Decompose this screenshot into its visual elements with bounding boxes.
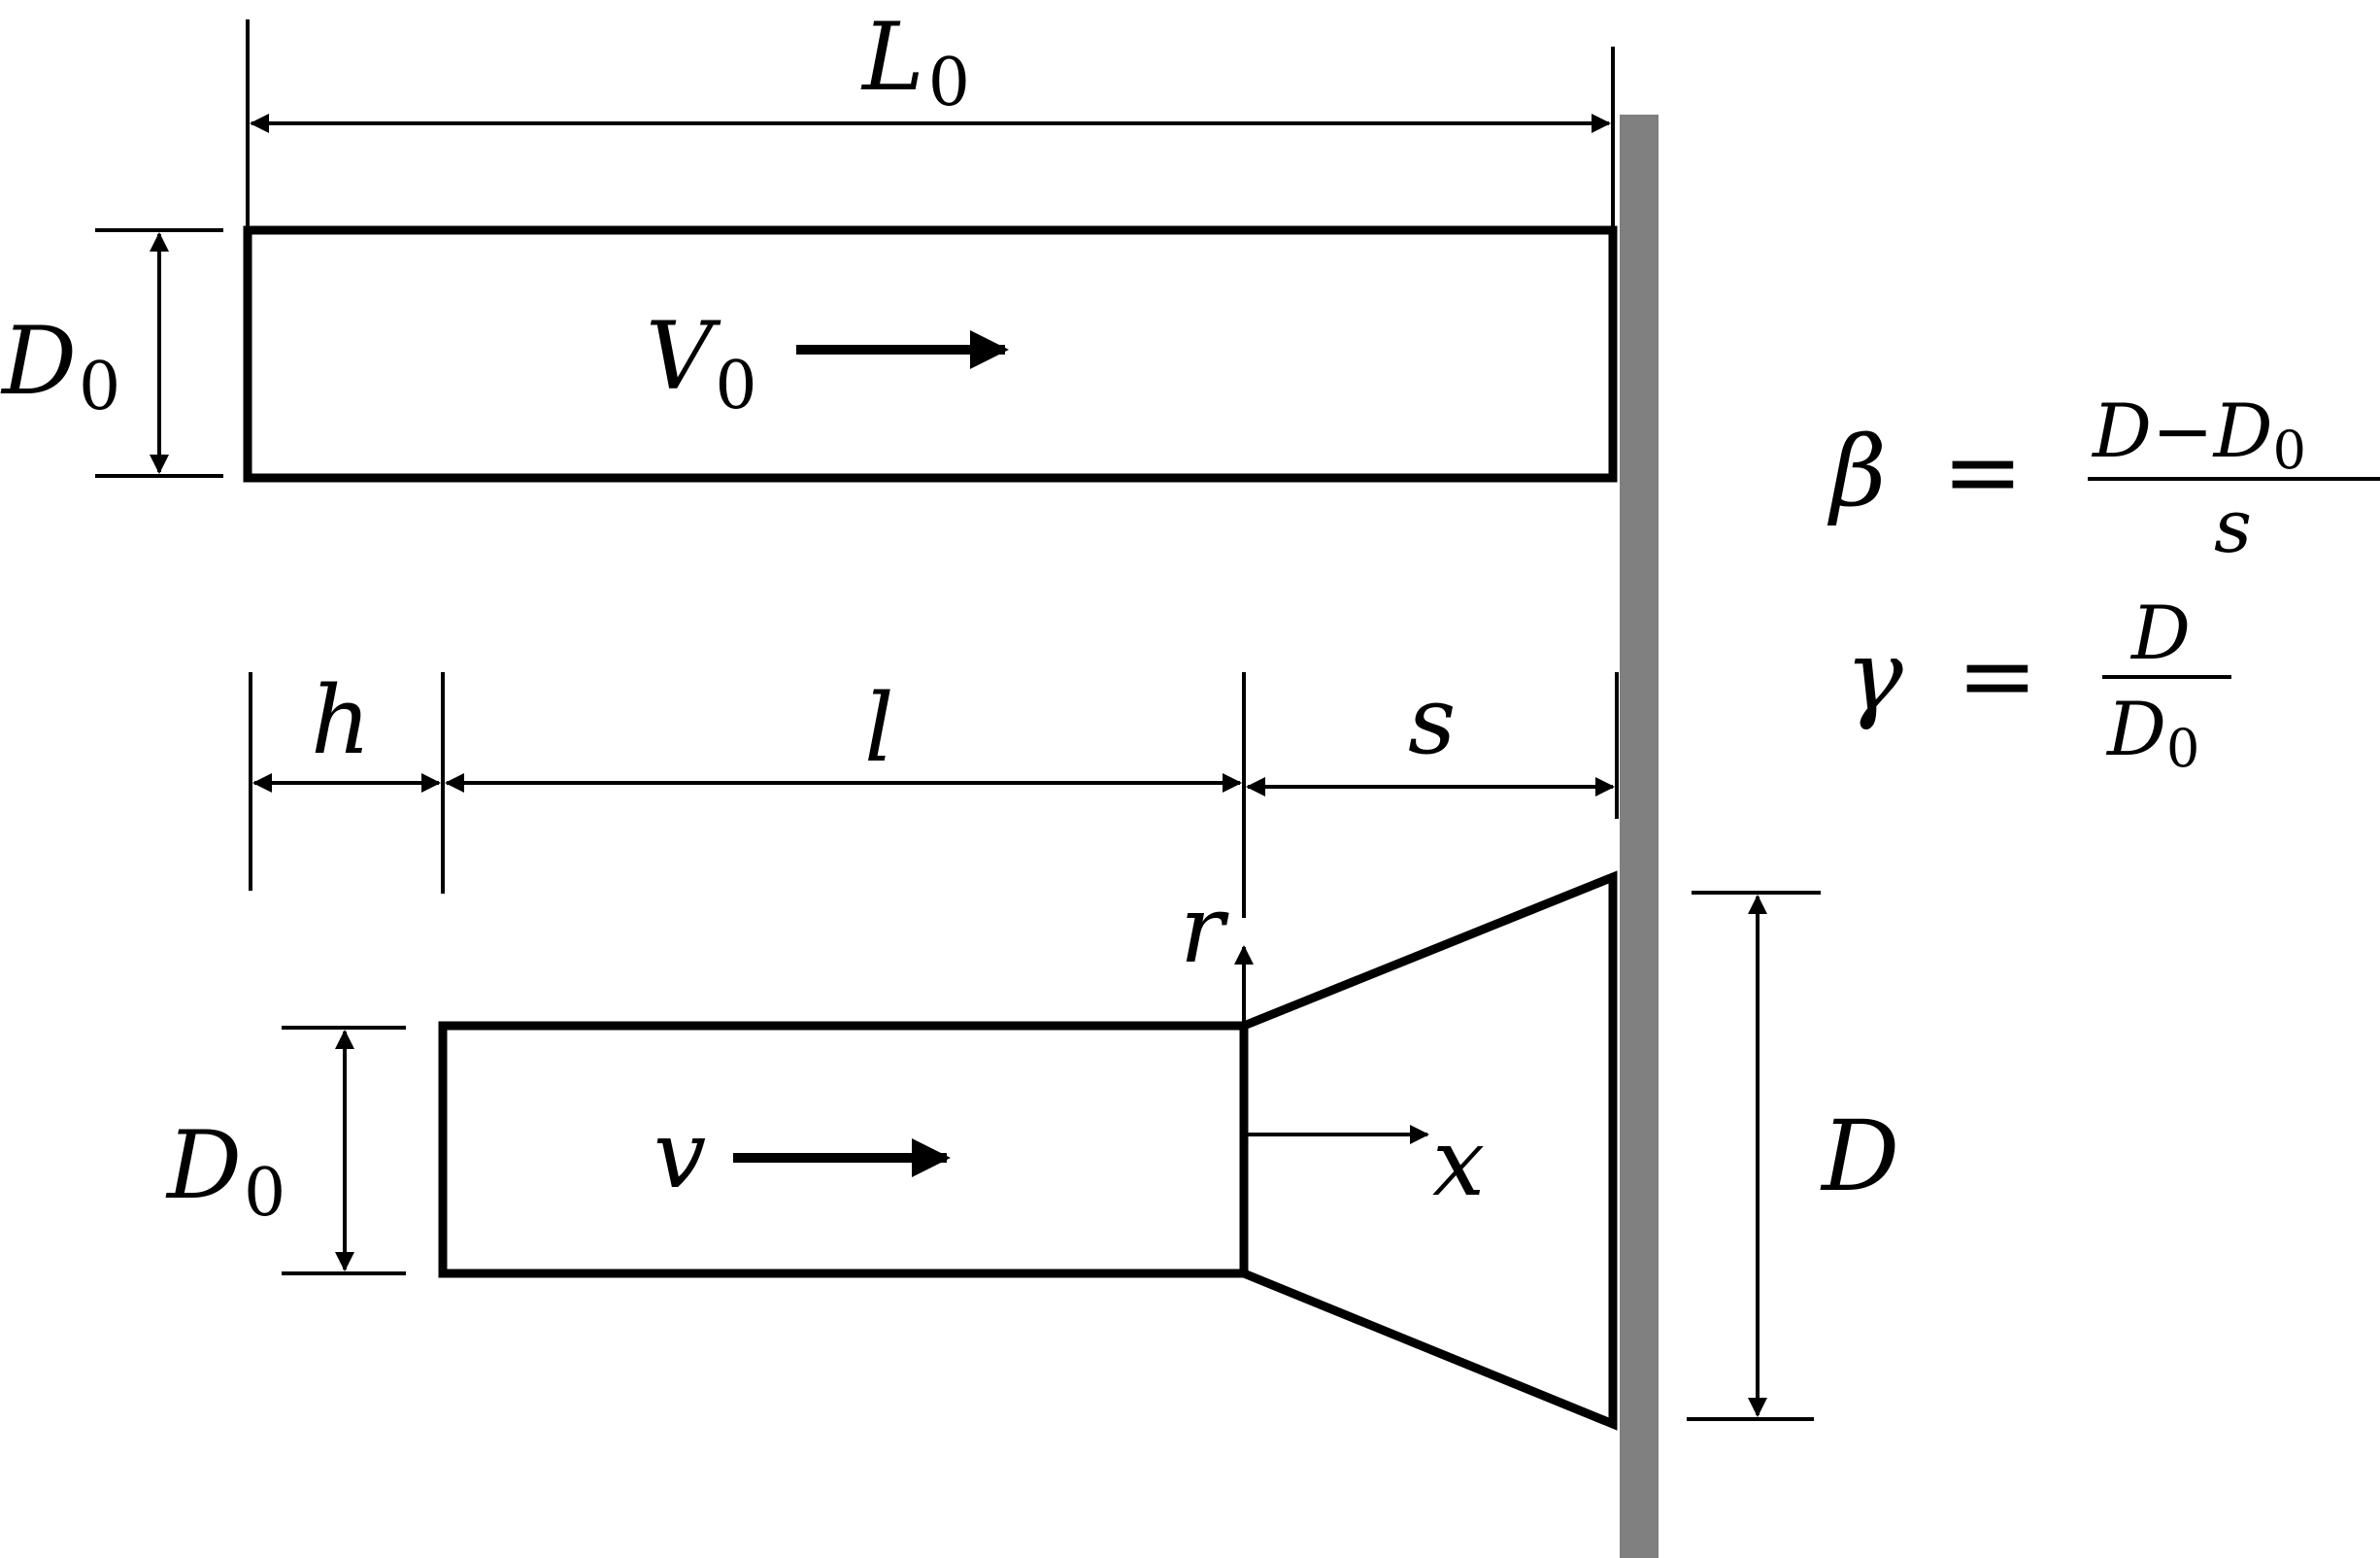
beta-equals: = <box>1942 415 2024 528</box>
r-axis-label: r <box>1180 875 1229 984</box>
gamma-equation: γ = D D0 <box>1845 590 2231 779</box>
d0-bottom-label: D0 <box>165 1111 285 1232</box>
deformed-rod-group: h l s r x v D0 D <box>165 666 1899 1431</box>
beta-numerator: D−D0 <box>2091 388 2306 481</box>
rigid-wall <box>1620 115 1659 1558</box>
x-axis-label: x <box>1432 1108 1485 1217</box>
v0-label: V0 <box>646 302 757 424</box>
v-label: v <box>654 1101 706 1209</box>
h-label: h <box>311 666 371 775</box>
s-label: s <box>1408 666 1456 775</box>
gamma-equals: = <box>1957 619 2038 732</box>
undeformed-rod-group: L0 D0 V0 <box>0 3 1618 483</box>
l0-label: L0 <box>860 3 970 121</box>
beta-denominator: s <box>2214 483 2252 569</box>
gamma-denominator: D0 <box>2105 686 2199 779</box>
beta-equation: β = D−D0 s <box>1827 388 2380 569</box>
undeformed-rod <box>243 225 1618 483</box>
d0-top-label: D0 <box>0 307 120 425</box>
gamma-symbol: γ <box>1845 619 1903 732</box>
rigid-rod-portion <box>438 1021 1249 1278</box>
l-label: l <box>864 674 894 783</box>
deformed-mushroom-portion <box>1239 870 1618 1431</box>
d-label: D <box>1820 1100 1899 1213</box>
beta-symbol: β <box>1827 415 1887 528</box>
gamma-numerator: D <box>2129 590 2191 676</box>
